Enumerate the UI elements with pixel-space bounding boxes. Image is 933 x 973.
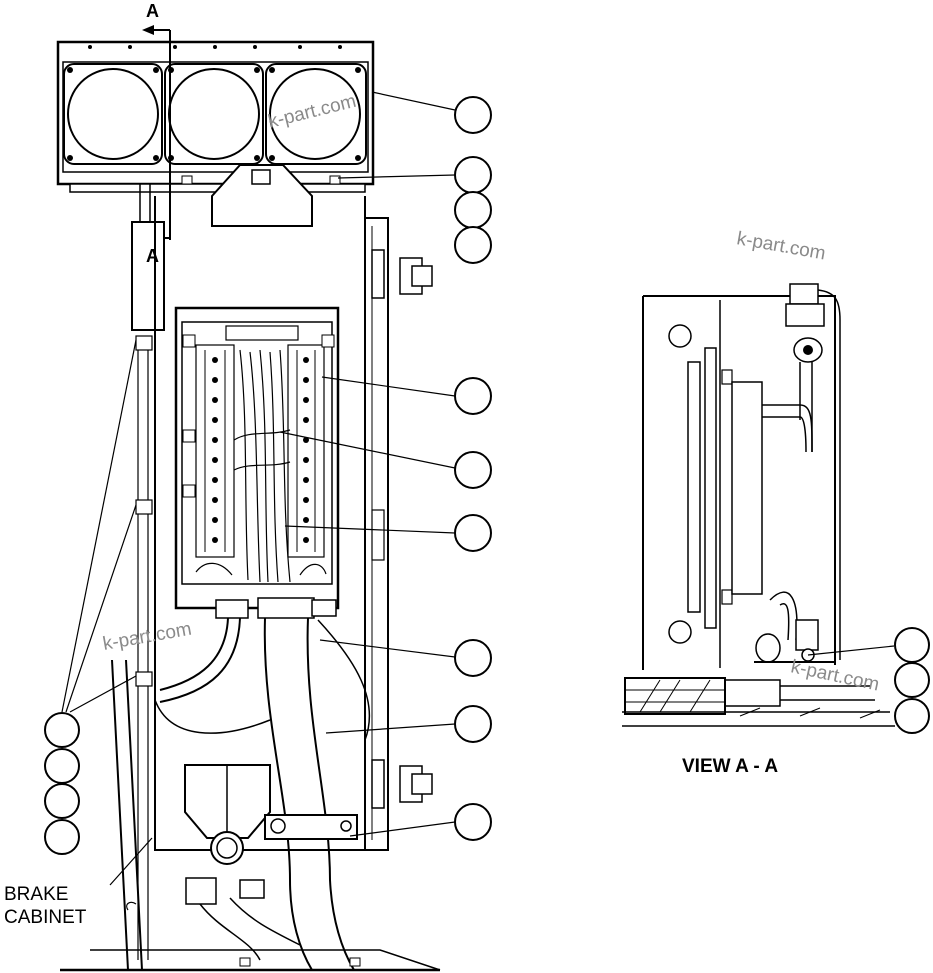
callout-circle bbox=[454, 226, 492, 264]
hoses bbox=[154, 617, 371, 971]
lamp-right bbox=[265, 63, 367, 165]
cabinet-body bbox=[154, 196, 433, 851]
callouts-right-column bbox=[454, 96, 492, 841]
light-bar-bracket bbox=[69, 164, 366, 227]
lamp-center bbox=[164, 63, 264, 165]
callouts-left-column bbox=[44, 712, 80, 855]
watermark-text: k-part.com bbox=[101, 619, 193, 655]
brake-label-line2: CABINET bbox=[4, 907, 87, 928]
light-bar-housing bbox=[56, 40, 375, 186]
callout-circle bbox=[454, 803, 492, 841]
brake-cabinet bbox=[184, 764, 358, 865]
callouts-view-a-a bbox=[894, 627, 930, 734]
callout-circle bbox=[44, 819, 80, 855]
base-harness bbox=[60, 877, 441, 972]
callout-circle bbox=[44, 783, 80, 819]
callout-circle bbox=[44, 748, 80, 784]
section-marker-top: A bbox=[146, 1, 159, 21]
callout-circle bbox=[454, 96, 492, 134]
callout-circle bbox=[454, 377, 492, 415]
terminal-strip-left bbox=[195, 344, 235, 558]
callout-circle bbox=[894, 698, 930, 734]
light-bar-conduit bbox=[131, 184, 165, 331]
callout-circle bbox=[454, 705, 492, 743]
main-cabinet-assembly bbox=[56, 25, 456, 972]
section-marker-bottom: A bbox=[146, 246, 159, 266]
terminal-strip-right bbox=[287, 344, 325, 558]
callout-circle bbox=[454, 191, 492, 229]
terminal-box bbox=[174, 306, 340, 619]
left-tubes bbox=[111, 335, 153, 971]
brake-label-line1: BRAKE bbox=[4, 884, 68, 905]
callout-circle bbox=[454, 514, 492, 552]
leader-lines bbox=[61, 91, 456, 886]
callout-circle bbox=[454, 451, 492, 489]
callout-circle bbox=[894, 627, 930, 663]
callout-circle bbox=[454, 639, 492, 677]
callout-circle bbox=[894, 662, 930, 698]
callout-circle bbox=[454, 156, 492, 194]
callout-circle bbox=[44, 712, 80, 748]
watermark-text: k-part.com bbox=[735, 228, 827, 264]
view-title: VIEW A - A bbox=[682, 756, 778, 777]
lamp-left bbox=[63, 63, 163, 165]
section-view-a-a bbox=[622, 283, 895, 727]
wire-bundle bbox=[195, 349, 327, 583]
